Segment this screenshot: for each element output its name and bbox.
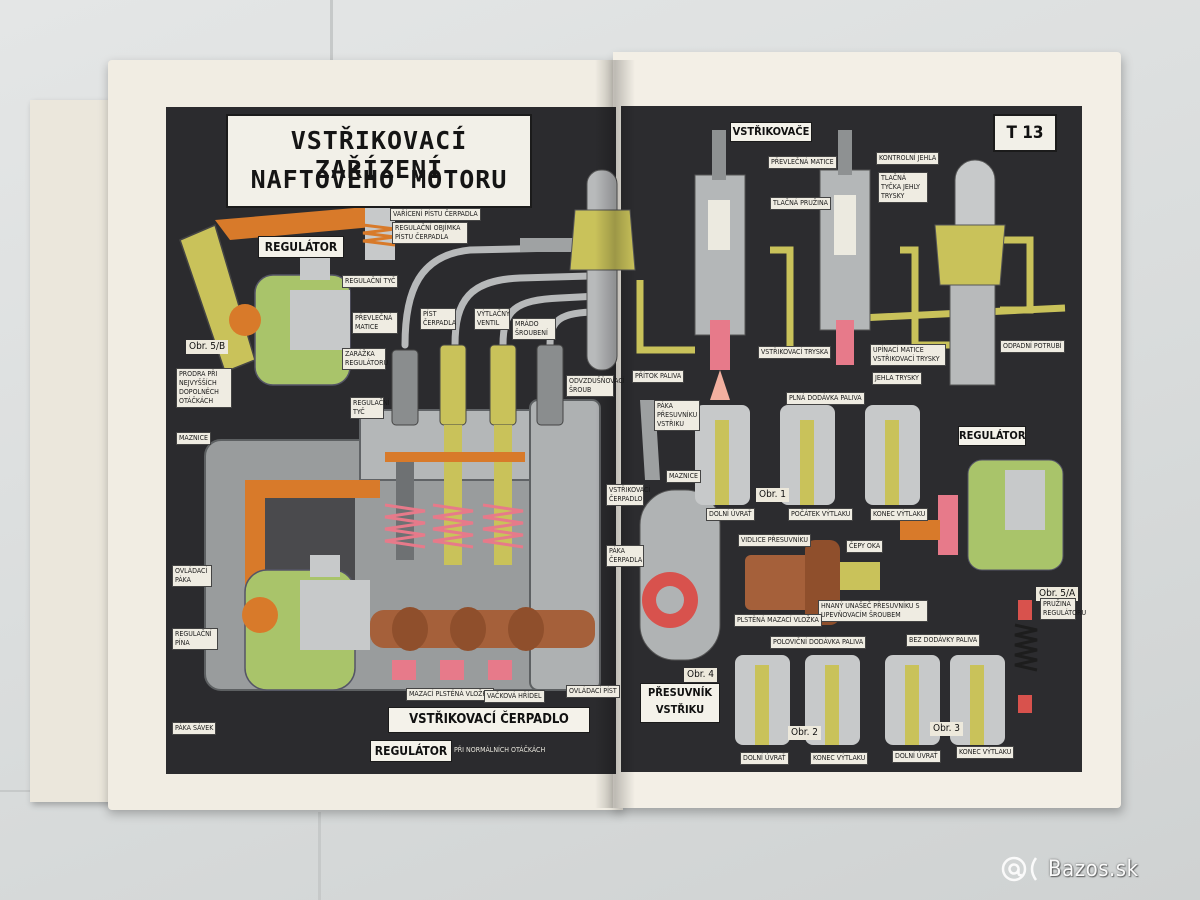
pump-elements: [384, 344, 564, 565]
fuel-pipes-left: [401, 244, 602, 349]
callout-label: KONEC VÝTLAKU: [810, 752, 869, 765]
regulator-label-right: REGULÁTOR: [958, 426, 1026, 446]
plate-number-badge: T 13: [993, 114, 1057, 152]
callout-label: PÍST ČERPADLA: [420, 308, 456, 330]
callout-label: VSTŘIKOVACÍ ČERPADLO: [606, 484, 650, 506]
injector-4: [934, 159, 1006, 386]
callout-label: VÝTLAČNÝ VENTIL: [474, 308, 510, 330]
at-sign-icon: [1001, 856, 1038, 882]
plate-title-box: VSTŘIKOVACÍ ZAŘÍZENÍ NAFTOVÉHO MOTORU: [226, 114, 532, 208]
shifter-assembly: [639, 400, 880, 661]
injector-1: [569, 169, 636, 371]
floor-tile-seam: [0, 790, 30, 792]
callout-label: MAZNICE: [666, 470, 701, 483]
fuel-pipe: [401, 244, 564, 349]
regulator-label-top: REGULÁTOR: [258, 236, 344, 258]
obr-label: Obr. 2: [788, 726, 822, 740]
injector-3: [819, 130, 871, 365]
callout-label: TLAČNÁ TYČKA JEHLY TRYSKY: [878, 172, 928, 203]
shifter-label-line-1: PŘESUVNÍK: [647, 686, 713, 699]
bazos-watermark: Bazos.sk: [1000, 852, 1139, 886]
shifter-label-line-2: VSTŘIKU: [655, 703, 705, 716]
callout-label: REGULAČNÍ OBJÍMKA PÍSTU ČERPADLA: [392, 222, 468, 244]
callout-label: ZARÁŽKA REGULÁTORU: [342, 348, 388, 370]
callout-label: PLNÁ DODÁVKA PALIVA: [786, 392, 865, 405]
callout-label: MAZNICE: [176, 432, 211, 445]
watermark-text: Bazos.sk: [1048, 856, 1139, 882]
callout-label: PRODRA PŘI NEJVYŠŠÍCH DOPOLNĚCH OTÁČKÁCH: [176, 368, 232, 408]
plate-title-line-1: VSTŘIKOVACÍ ZAŘÍZENÍ: [290, 126, 468, 184]
callout-label: POČÁTEK VÝTLAKU: [788, 508, 854, 521]
callout-label: KONTROLNÍ JEHLA: [876, 152, 940, 165]
regulator-bottom-note: PŘI NORMÁLNÍCH OTÁČKÁCH: [454, 746, 546, 754]
callout-label: PÁKA ČERPADLA: [606, 545, 644, 567]
callout-label: ČEPY OKA: [846, 540, 884, 553]
callout-label: REGULAČNÍ TYČ: [350, 397, 390, 419]
regulator-label-bottom: REGULÁTOR: [370, 740, 452, 762]
callout-label: PÁKA PŘESUVNÍKU VSTŘIKU: [654, 400, 700, 431]
callout-label: PŘÍTOK PALIVA: [632, 370, 685, 383]
callout-label: JEHLA TRYSKY: [872, 372, 922, 385]
injectors-label: VSTŘIKOVAČE: [730, 122, 812, 142]
callout-label: DOLNÍ ÚVRAŤ: [892, 750, 941, 763]
obr-label: Obr. 5/A: [1036, 587, 1079, 601]
callout-label: OVLÁDACÍ PÍST: [566, 685, 620, 698]
plunger-figures: [695, 405, 1005, 745]
floor-tile-seam: [330, 0, 333, 100]
callout-label: TLAČNÁ PRUŽINA: [770, 197, 831, 210]
callout-label: VIDLICE PŘESUVNÍKU: [738, 534, 811, 547]
book-spine-shadow: [595, 60, 635, 808]
callout-label: KONEC VÝTLAKU: [870, 508, 929, 521]
callout-label: PÁKA SÁVEK: [172, 722, 217, 735]
injector-2: [694, 130, 746, 400]
callout-label: PŘEVLEČNÁ MATICE: [768, 156, 837, 169]
callout-label: VSTŘIKOVACÍ TRYSKA: [758, 346, 832, 359]
callout-label: OVLÁDACÍ PÁKA: [172, 565, 212, 587]
callout-label: KONEC VÝTLAKU: [956, 746, 1015, 759]
fuel-pipe: [499, 292, 602, 349]
callout-label: DOLNÍ ÚVRAŤ: [706, 508, 755, 521]
callout-label: MAZACÍ PLSTĚNÁ VLOŽKA: [406, 688, 494, 701]
floor-tile-seam: [318, 812, 321, 900]
regulator-linkage: [179, 205, 396, 691]
pump-label: VSTŘIKOVACÍ ČERPADLO: [388, 707, 590, 733]
plate-title-line-2: NAFTOVÉHO MOTORU: [250, 165, 508, 194]
callout-label: VAČKOVÁ HŘÍDEL: [484, 690, 545, 703]
callout-label: VAŘÍCENÍ PÍSTU ČERPADLA: [390, 208, 481, 221]
obr-5b-label: Obr. 5/B: [186, 340, 229, 354]
callout-label: REGULAČNÍ PÍNA: [172, 628, 218, 650]
regulator-detail: [900, 459, 1064, 713]
callout-label: PŘEVLEČNÁ MATICE: [352, 312, 398, 334]
callout-label: REGULAČNÍ TYČ: [342, 275, 399, 288]
callout-label: ODVZDUŠŇOVACÍ ŠROUB: [566, 375, 625, 397]
callout-label: PRUŽINA REGULÁTORU: [1040, 598, 1086, 620]
shifter-label: PŘESUVNÍK VSTŘIKU: [640, 683, 720, 723]
callout-label: MRÁDO ŠROUBENÍ: [512, 318, 556, 340]
callout-label: DOLNÍ ÚVRAŤ: [740, 752, 789, 765]
callout-label: ODPADNÍ POTRUBÍ: [1000, 340, 1065, 353]
callout-label: UPÍNACÍ MATICE VSTŘIKOVACÍ TRYSKY: [870, 344, 946, 366]
obr-label: Obr. 4: [684, 668, 718, 682]
obr-label: Obr. 1: [756, 488, 790, 502]
callout-label: POLOVIČNÍ DODÁVKA PALIVA: [770, 636, 867, 649]
callout-label: PLSTĚNÁ MAZACÍ VLOŽKA: [734, 614, 822, 627]
callout-label: BEZ DODÁVKY PALIVA: [906, 634, 981, 647]
obr-label: Obr. 3: [930, 722, 964, 736]
callout-label: HNANÝ UNAŠEČ PŘESUVNÍKU S UPEVŇOVACÍM ŠR…: [818, 600, 928, 622]
